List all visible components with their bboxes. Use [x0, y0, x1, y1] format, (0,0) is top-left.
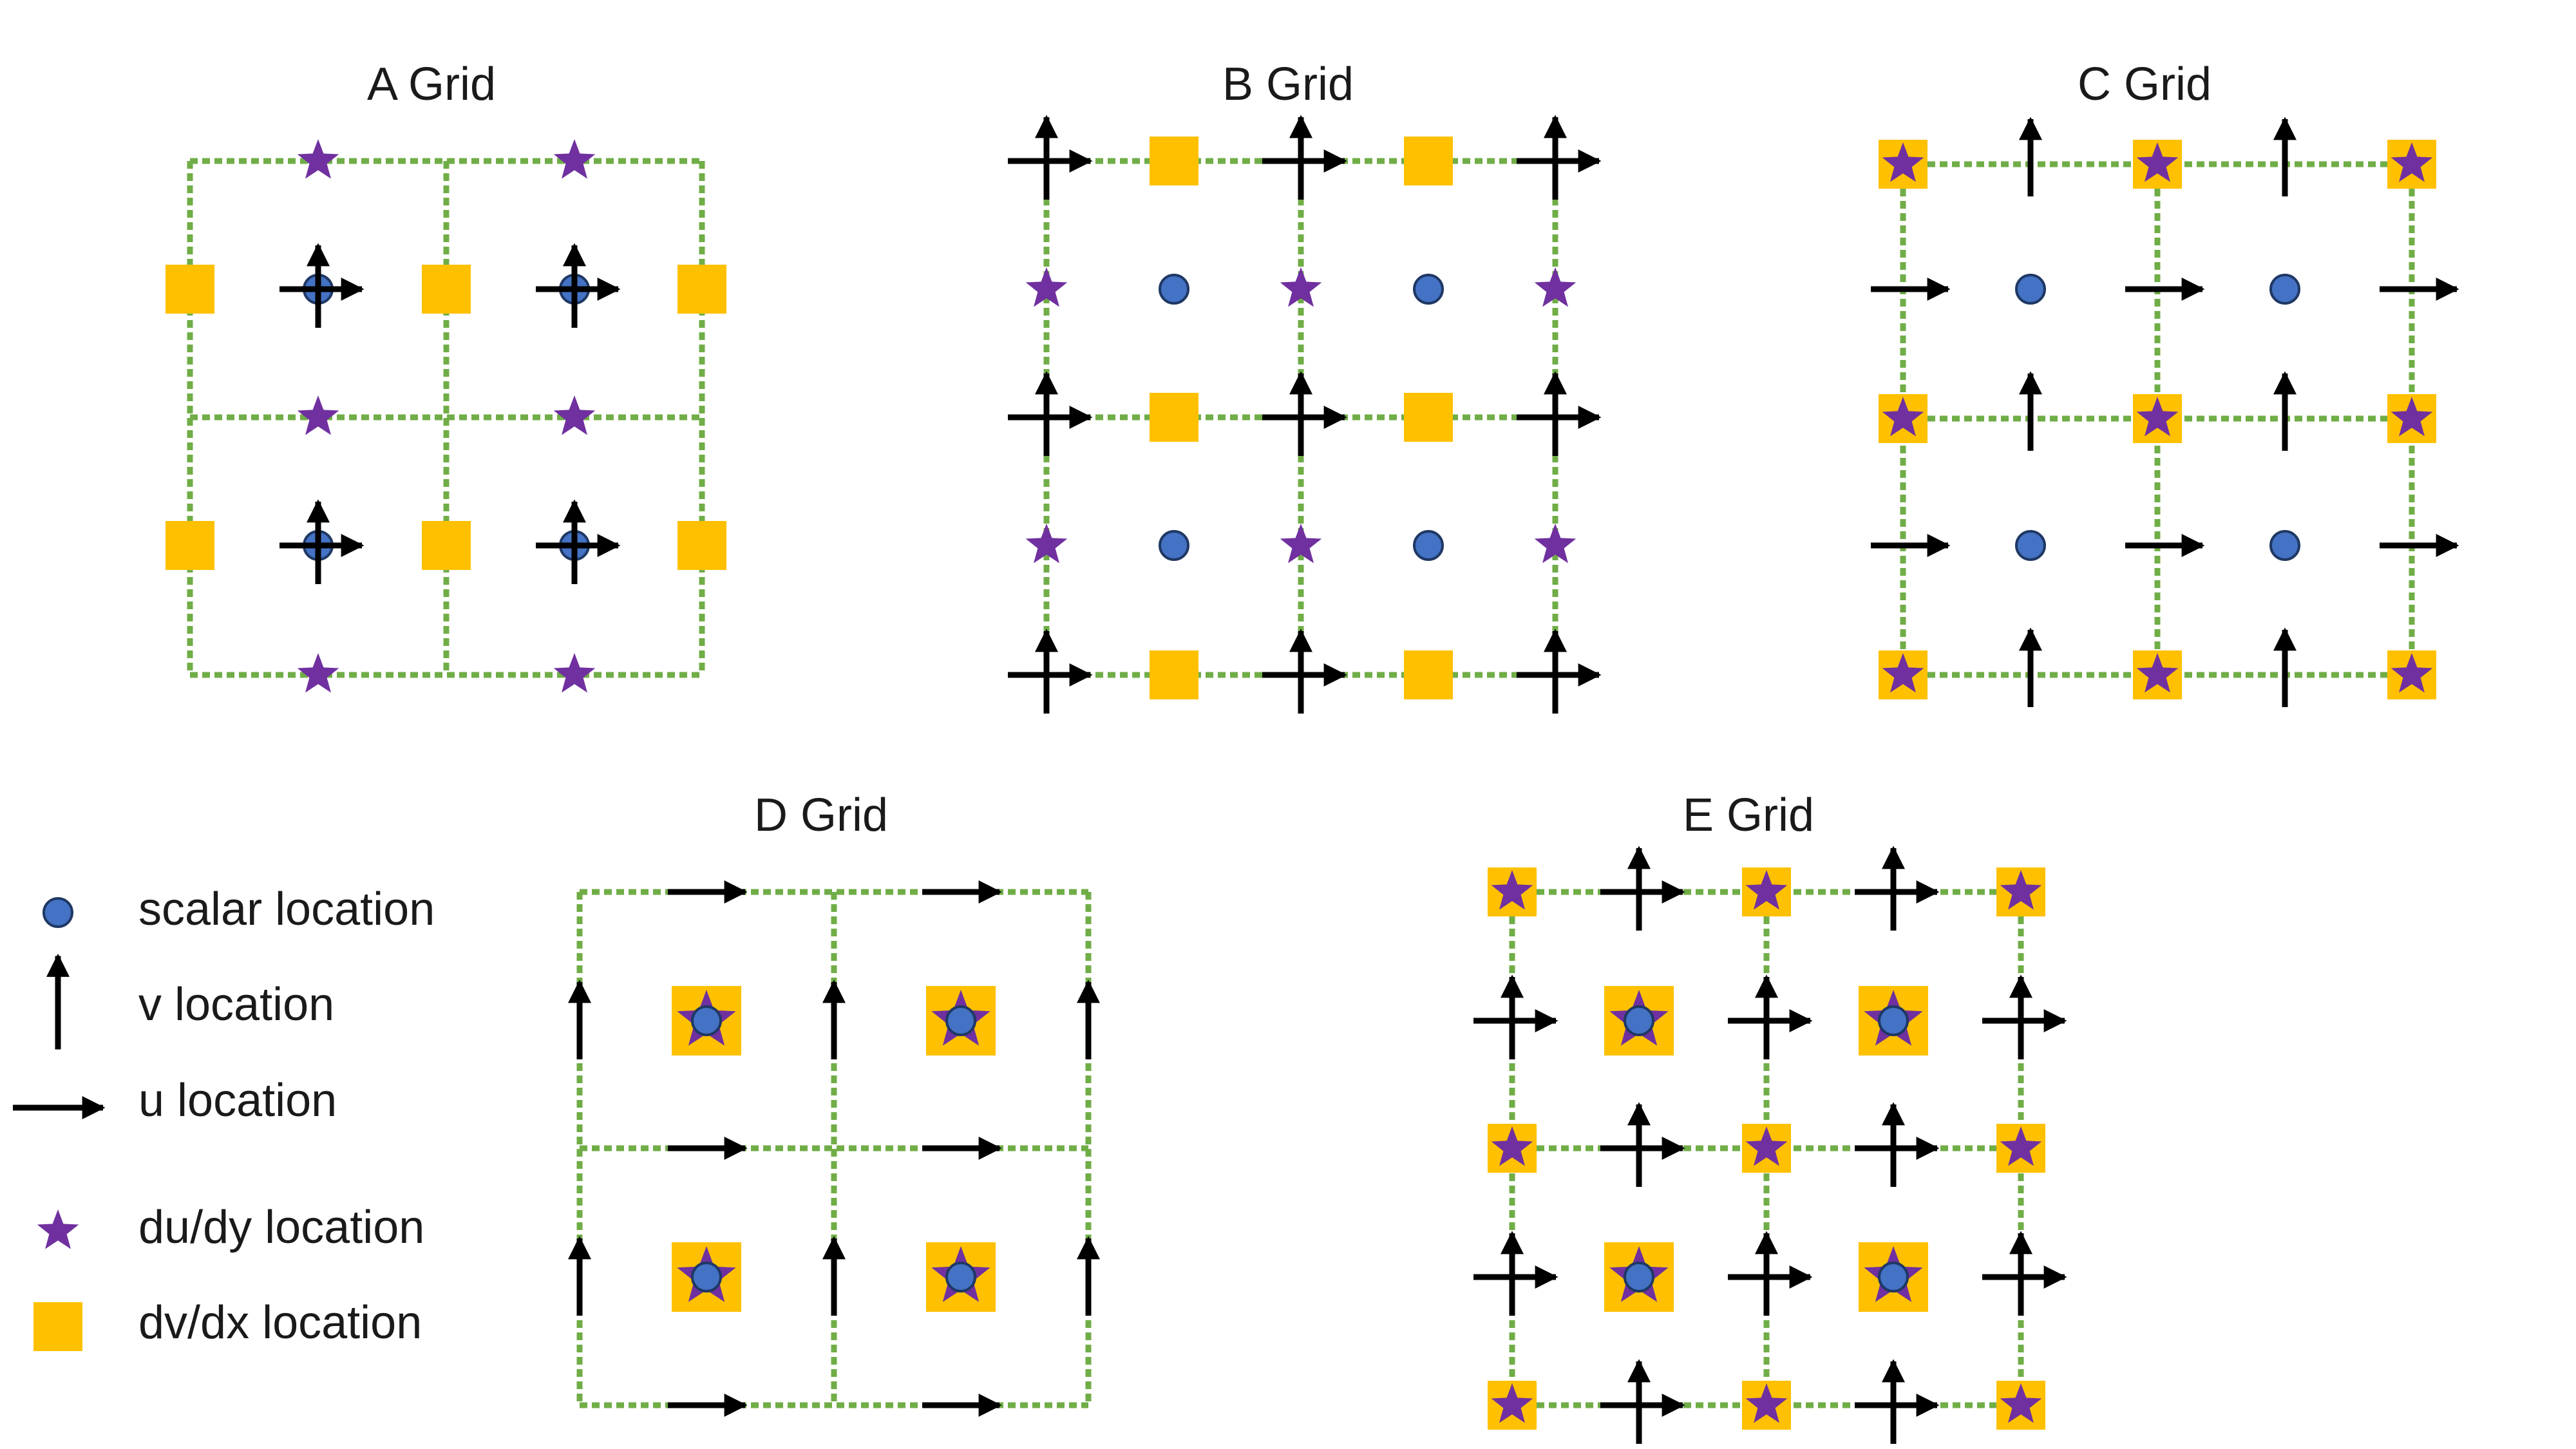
legend-star-icon — [37, 1209, 79, 1249]
square-icon — [166, 521, 214, 570]
star-icon — [297, 653, 339, 693]
square-icon — [1150, 137, 1198, 185]
scalar-icon — [1413, 274, 1444, 305]
scalar-icon — [691, 1262, 722, 1293]
e-grid-title: E Grid — [1683, 790, 1814, 841]
a-grid-title: A Grid — [367, 59, 496, 110]
star-icon — [1882, 653, 1924, 693]
b-grid-title: B Grid — [1222, 59, 1354, 110]
c-grid-title: C Grid — [2078, 59, 2211, 110]
star-icon — [553, 653, 596, 693]
star-icon — [2391, 397, 2433, 437]
star-icon — [2000, 1383, 2042, 1423]
star-icon — [1882, 397, 1924, 437]
star-icon — [2136, 397, 2179, 437]
star-icon — [2136, 142, 2179, 182]
star-icon — [553, 395, 596, 435]
star-icon — [1280, 267, 1322, 307]
scalar-icon — [1159, 274, 1189, 305]
star-icon — [553, 139, 596, 179]
square-icon — [1404, 137, 1453, 185]
c-grid-panel — [1871, 117, 2459, 707]
legend-star-label: du/dy location — [138, 1202, 424, 1253]
square-icon — [1404, 393, 1453, 442]
square-icon — [677, 265, 726, 314]
star-icon — [1025, 524, 1068, 564]
star-icon — [1491, 1383, 1533, 1423]
square-icon — [422, 521, 471, 570]
scalar-icon — [1878, 1262, 1909, 1293]
square-icon — [422, 265, 471, 314]
scalar-icon — [1624, 1005, 1654, 1036]
scalar-icon — [1878, 1005, 1909, 1036]
square-icon — [166, 265, 214, 314]
d-grid-panel — [568, 880, 1100, 1417]
legend-v-label: v location — [138, 979, 334, 1030]
star-icon — [2000, 870, 2042, 910]
square-icon — [677, 521, 726, 570]
scalar-icon — [945, 1005, 976, 1036]
legend-square-label: dv/dx location — [138, 1297, 422, 1349]
square-icon — [33, 1302, 82, 1351]
star-icon — [1491, 870, 1533, 910]
scalar-icon — [1624, 1262, 1654, 1293]
star-icon — [2391, 142, 2433, 182]
scalar-icon — [1159, 530, 1189, 561]
star-icon — [1882, 142, 1924, 182]
b-grid-panel — [1008, 115, 1602, 714]
star-icon — [1491, 1126, 1533, 1166]
star-icon — [1534, 267, 1577, 307]
scalar-icon — [691, 1005, 722, 1036]
star-icon — [2391, 653, 2433, 693]
star-icon — [297, 395, 339, 435]
square-icon — [1404, 650, 1453, 699]
star-icon — [297, 139, 339, 179]
star-icon — [1280, 524, 1322, 564]
d-grid-title: D Grid — [754, 790, 888, 841]
star-icon — [2136, 653, 2179, 693]
star-icon — [1745, 1126, 1788, 1166]
square-icon — [1150, 650, 1198, 699]
legend-square-icon — [33, 1302, 82, 1351]
star-icon — [1745, 870, 1788, 910]
star-icon — [37, 1209, 79, 1249]
legend-scalar-icon — [43, 897, 73, 928]
square-icon — [1150, 393, 1198, 442]
scalar-icon — [1413, 530, 1444, 561]
star-icon — [1745, 1383, 1788, 1423]
e-grid-panel — [1473, 846, 2067, 1444]
legend-scalar-label: scalar location — [138, 884, 435, 935]
legend: scalar location v location u location du… — [13, 884, 435, 1351]
scalar-icon — [2015, 530, 2046, 561]
scalar-icon — [2015, 274, 2046, 305]
scalar-icon — [43, 897, 73, 928]
star-icon — [1534, 524, 1577, 564]
a-grid-panel — [166, 139, 726, 693]
scalar-icon — [2269, 530, 2300, 561]
star-icon — [1025, 267, 1068, 307]
legend-u-label: u location — [138, 1075, 337, 1126]
scalar-icon — [2269, 274, 2300, 305]
scalar-icon — [945, 1262, 976, 1293]
star-icon — [2000, 1126, 2042, 1166]
